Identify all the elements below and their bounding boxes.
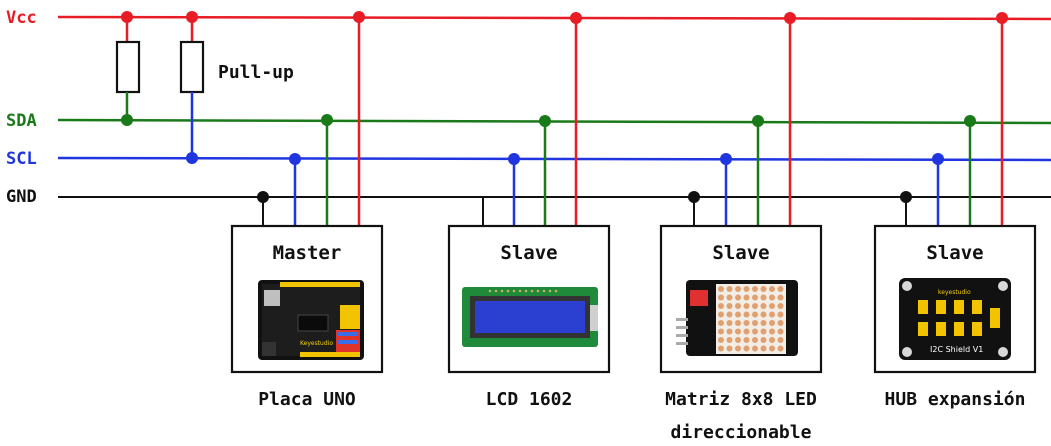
- hub-label: I2C Shield V1: [930, 345, 983, 354]
- master-title: Master: [273, 242, 342, 264]
- led-dot: [752, 320, 758, 326]
- led-dot: [752, 286, 758, 292]
- led-dot: [743, 303, 750, 309]
- led-dot: [718, 320, 724, 326]
- hub-title: Slave: [926, 242, 983, 264]
- scl-pullup-resistor: [179, 40, 205, 94]
- led-dot: [777, 337, 784, 343]
- led-dot: [760, 286, 767, 292]
- led-dot: [777, 328, 784, 335]
- led-dot: [726, 345, 733, 352]
- led-dot: [735, 320, 741, 326]
- led-dot: [769, 311, 775, 318]
- device-lcd: Slave LCD 1602: [447, 12, 611, 410]
- hub-brand: keyestudio: [938, 289, 971, 296]
- pullup-label: Pull-up: [218, 62, 294, 83]
- led-dot: [735, 337, 741, 343]
- led-dot: [735, 286, 741, 292]
- led-dot: [743, 294, 750, 301]
- led-dot: [769, 303, 775, 309]
- led-dot: [760, 345, 767, 352]
- led-dot: [752, 337, 758, 343]
- led-dot: [726, 303, 733, 309]
- led-dot: [769, 345, 775, 352]
- led-dot: [743, 311, 750, 318]
- led-dot: [760, 337, 767, 343]
- led-dot: [735, 294, 741, 301]
- led-dot: [769, 294, 775, 301]
- led-dot: [752, 345, 758, 352]
- led-dot: [726, 294, 733, 301]
- led-dot: [718, 294, 724, 301]
- led-dot: [726, 320, 733, 326]
- led-dot: [760, 311, 767, 318]
- led-dot: [769, 320, 775, 326]
- hub-caption: HUB expansión: [885, 389, 1026, 410]
- led-dot: [718, 337, 724, 343]
- led-dot: [743, 337, 750, 343]
- device-led-matrix: Slave Matriz 8x8 LED direccionable: [659, 12, 823, 443]
- led-dot: [735, 311, 741, 318]
- matrix-title: Slave: [712, 242, 769, 264]
- led-dot: [777, 311, 784, 318]
- led-dot: [760, 303, 767, 309]
- arduino-brand: Keyestudio: [300, 340, 333, 347]
- master-caption: Placa UNO: [258, 389, 356, 410]
- led-dot: [726, 286, 733, 292]
- led-dot: [718, 328, 724, 335]
- device-master: Master Keyestudio Placa UNO: [230, 11, 384, 410]
- scl-label: SCL: [6, 149, 37, 169]
- led-dot: [718, 311, 724, 318]
- led-dot: [760, 294, 767, 301]
- vcc-bus-line: [57, 15, 1051, 21]
- led-dot: [769, 286, 775, 292]
- led-dot: [718, 286, 724, 292]
- led-dot: [777, 286, 784, 292]
- led-dot: [735, 345, 741, 352]
- sda-bus-line: [57, 118, 1051, 125]
- sda-pullup-resistor: [115, 40, 141, 94]
- sda-label: SDA: [6, 111, 37, 131]
- led-dot: [752, 294, 758, 301]
- gnd-label: GND: [6, 187, 37, 207]
- led-dot: [777, 303, 784, 309]
- matrix-caption-line2: direccionable: [671, 422, 812, 443]
- led-dot: [752, 328, 758, 335]
- led-dot: [769, 328, 775, 335]
- lcd-title: Slave: [500, 242, 557, 264]
- led-dot: [735, 303, 741, 309]
- led-dot: [760, 328, 767, 335]
- vcc-label: Vcc: [6, 8, 37, 28]
- led-dot: [777, 320, 784, 326]
- led-dot: [735, 328, 741, 335]
- led-dot: [752, 303, 758, 309]
- led-dot: [743, 328, 750, 335]
- led-dot: [752, 311, 758, 318]
- lcd-display-icon: [462, 287, 598, 347]
- i2c-hub-icon: keyestudio I2C Shield V1: [899, 278, 1011, 360]
- led-dot: [718, 345, 724, 352]
- led-dot: [726, 337, 733, 343]
- led-dot: [718, 303, 724, 309]
- pullup-resistors: [115, 11, 205, 164]
- led-dot: [743, 286, 750, 292]
- lcd-caption: LCD 1602: [486, 389, 573, 410]
- led-dot: [760, 320, 767, 326]
- led-dot: [777, 345, 784, 352]
- led-dot: [726, 328, 733, 335]
- led-dot: [769, 337, 775, 343]
- led-dot: [777, 294, 784, 301]
- matrix-caption-line1: Matriz 8x8 LED: [665, 389, 817, 410]
- scl-bus-line: [57, 156, 1051, 162]
- led-dot: [743, 320, 750, 326]
- arduino-board-icon: Keyestudio: [258, 280, 364, 360]
- led-dot: [743, 345, 750, 352]
- device-i2c-hub: Slave keyestudio I2C Shield V1 HUB expan…: [873, 12, 1037, 410]
- led-dot: [726, 311, 733, 318]
- led-matrix-icon: [676, 280, 798, 356]
